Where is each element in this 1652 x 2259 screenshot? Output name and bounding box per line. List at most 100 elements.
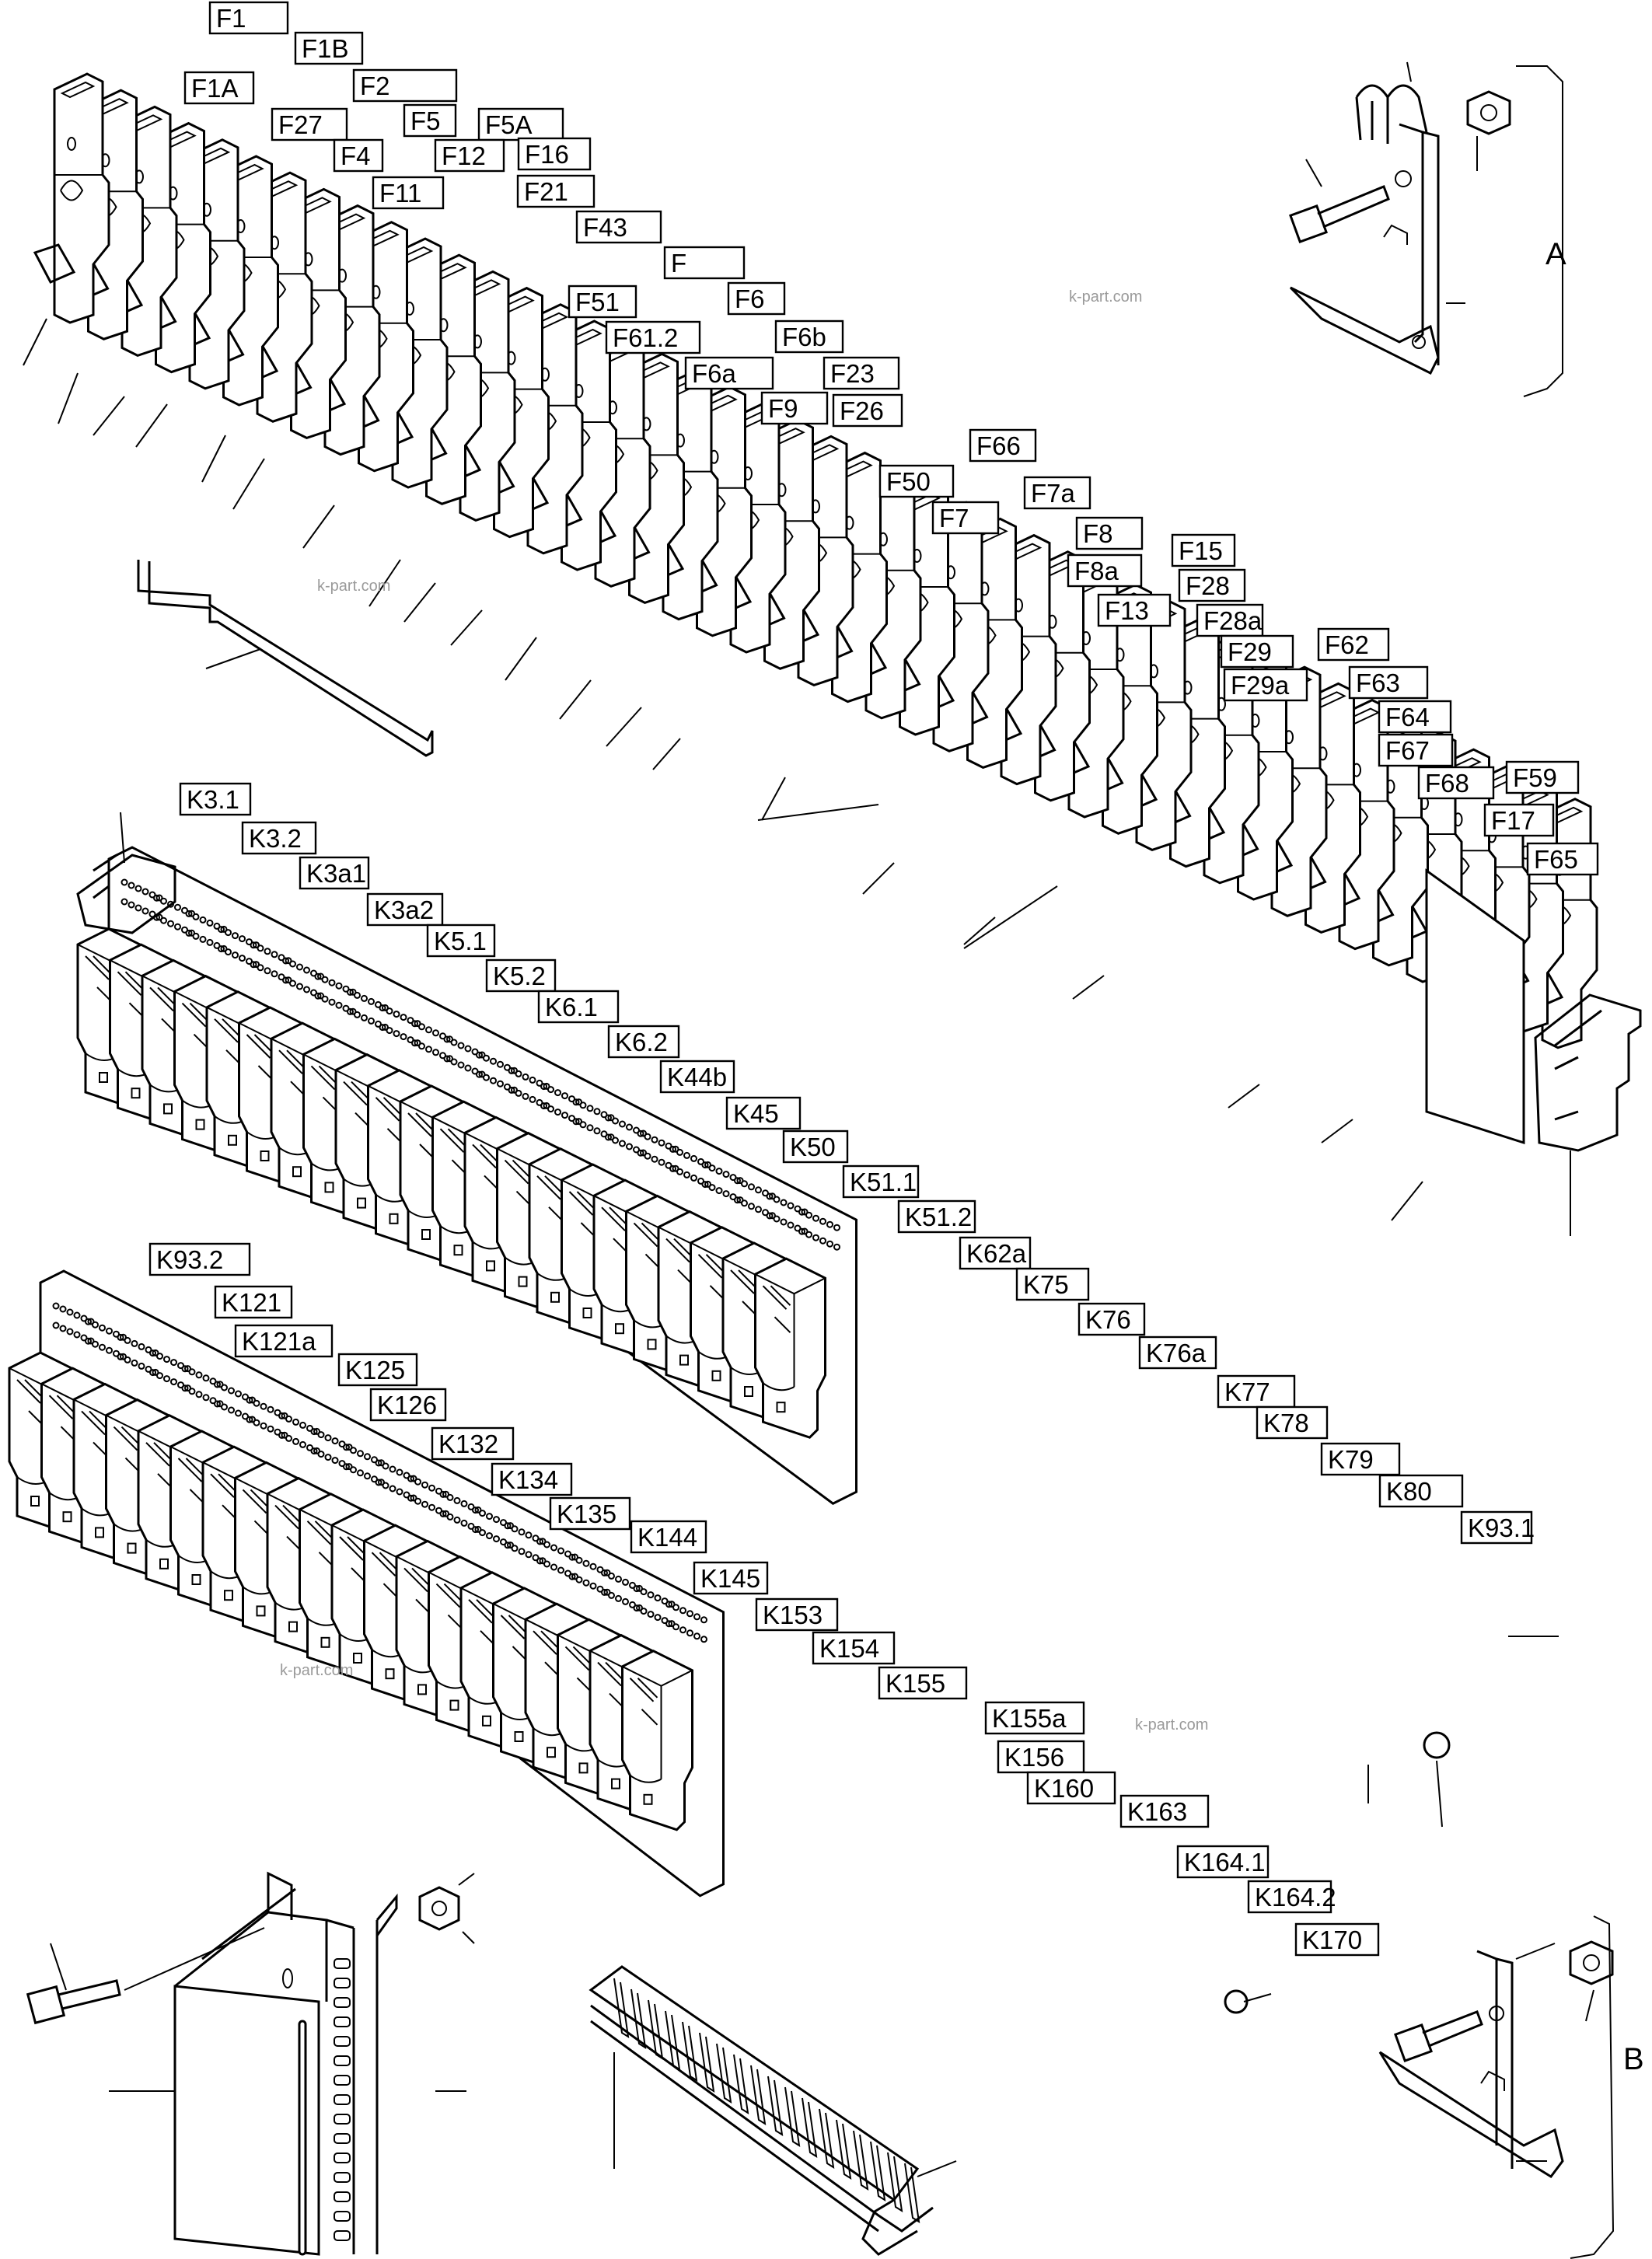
fuse-module [33, 72, 110, 324]
callout-label: F9 [760, 391, 829, 425]
callout-label-text: K79 [1328, 1445, 1374, 1474]
callout-label-text: K3a2 [374, 896, 434, 924]
callout-label: F1A [183, 71, 255, 105]
callout-label-text: K75 [1023, 1270, 1069, 1299]
callout-label: F6 [727, 281, 786, 316]
callout-label-text: F29 [1228, 637, 1272, 666]
callout-label: K75 [1015, 1267, 1090, 1301]
callout-label: K6.2 [607, 1025, 680, 1059]
callout-label: K3.1 [179, 782, 252, 816]
callout-label-text: F50 [886, 467, 931, 496]
callout-label: F [663, 246, 746, 280]
callout-label: K144 [630, 1520, 707, 1554]
callout-label-text: K154 [819, 1634, 879, 1663]
relay-end-clamp [76, 812, 176, 934]
callout-label: K156 [997, 1740, 1085, 1774]
callout-label-text: K3a1 [306, 859, 366, 888]
callout-label-text: K164.1 [1184, 1848, 1266, 1877]
callout-label-text: F61.2 [613, 323, 678, 352]
callout-label-text: K145 [700, 1564, 760, 1593]
din-rail-profile [26, 1871, 475, 2256]
callout-label-text: F65 [1534, 845, 1578, 874]
callout-label-text: K160 [1034, 1774, 1094, 1803]
callout-label: K93.2 [148, 1242, 251, 1276]
relay-module [621, 1601, 707, 1831]
callout-label: F62 [1317, 627, 1390, 662]
callout-a: A [1545, 237, 1566, 271]
callout-label-text: F8 [1083, 519, 1113, 548]
callout-label-text: F62 [1325, 630, 1369, 659]
callout-label-text: K6.2 [615, 1028, 668, 1056]
callout-label: F7a [1023, 476, 1091, 510]
callout-label-text: K50 [790, 1133, 836, 1161]
callout-label: F12 [434, 138, 505, 173]
callout-label-text: K80 [1386, 1477, 1432, 1506]
callout-label-text: F2 [360, 72, 390, 100]
callout-label: F68 [1417, 766, 1495, 800]
relay-module [754, 1208, 840, 1439]
callout-label: F13 [1097, 593, 1172, 627]
callout-label-text: F66 [976, 431, 1021, 460]
callout-label: F5 [403, 103, 457, 138]
callout-label: F17 [1483, 803, 1555, 837]
callout-label: F29a [1223, 668, 1308, 702]
callout-label: F16 [517, 137, 592, 171]
callout-label: K134 [491, 1462, 573, 1496]
callout-label: K44b [659, 1060, 735, 1094]
callout-label-text: K126 [377, 1391, 437, 1419]
callout-label-text: F6b [782, 323, 826, 351]
end-clamp [1534, 993, 1642, 1236]
callout-label-text: K76a [1146, 1339, 1207, 1367]
callout-label-text: K45 [733, 1099, 779, 1128]
callout-label-text: F16 [525, 140, 569, 169]
callout-label-text: F9 [768, 394, 798, 423]
callout-label: K155a [984, 1701, 1085, 1735]
callout-label-text: F28 [1186, 571, 1230, 600]
callout-label-text: F67 [1385, 736, 1430, 765]
callout-label-text: F5 [410, 106, 441, 135]
callout-label: F8 [1075, 516, 1144, 550]
callout-label-text: F51 [575, 288, 620, 316]
callout-label-text: K164.2 [1255, 1883, 1336, 1912]
callout-label: F2 [352, 68, 458, 103]
callout-label: K78 [1256, 1405, 1329, 1440]
callout-label-text: F7a [1031, 479, 1076, 508]
callout-label: K163 [1119, 1794, 1210, 1828]
callout-label-text: K77 [1224, 1377, 1270, 1406]
callout-label: K145 [693, 1561, 769, 1595]
callout-label-text: K155 [885, 1669, 945, 1698]
callout-label: K76 [1077, 1302, 1146, 1336]
callout-label-text: F15 [1179, 536, 1223, 565]
callout-label-text: K121a [242, 1327, 316, 1356]
callout-label: F7 [931, 501, 1000, 535]
callout-label-text: K135 [557, 1500, 616, 1528]
callout-label-text: K163 [1127, 1797, 1187, 1826]
callout-label: K153 [755, 1597, 839, 1632]
callout-label-text: K132 [438, 1430, 498, 1458]
callout-label-text: K121 [222, 1288, 281, 1317]
callout-label-text: F1 [216, 4, 246, 33]
watermark-3: k-part.com [280, 1662, 353, 1679]
callout-label: F21 [516, 174, 595, 208]
fuse-rail [23, 72, 1598, 1221]
callout-label: K5.2 [485, 958, 557, 993]
relay-rail-upper [76, 846, 1559, 1828]
callout-label-text: F1B [302, 34, 349, 63]
callout-label: K125 [337, 1353, 418, 1387]
callout-label: F5A [477, 107, 564, 141]
callout-label: K6.1 [537, 990, 620, 1024]
callout-label: K93.1 [1460, 1510, 1535, 1545]
callout-label: K51.2 [897, 1199, 976, 1234]
watermark-2: k-part.com [317, 578, 390, 595]
callout-label-text: K170 [1302, 1926, 1362, 1954]
relay-rail-lower [8, 1269, 1272, 2014]
callout-label-text: F27 [278, 110, 323, 139]
callout-label-text: K44b [667, 1063, 727, 1091]
callout-label: F28a [1196, 603, 1264, 637]
callout-label-text: F63 [1356, 669, 1400, 697]
callout-label-text: K144 [637, 1523, 697, 1552]
callout-label: K126 [369, 1388, 447, 1422]
callout-label-text: F68 [1425, 769, 1469, 798]
callout-label: K51.1 [842, 1164, 920, 1199]
